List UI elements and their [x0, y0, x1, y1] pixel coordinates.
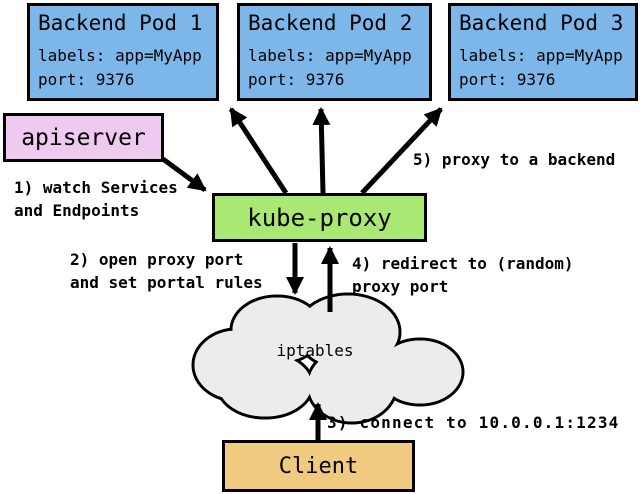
backend-pod-1-box: Backend Pod 1 labels: app=MyApp port: 93… — [27, 3, 219, 101]
backend-pod-3-title: Backend Pod 3 — [459, 11, 624, 35]
annotation-step-2-line-2: and set portal rules — [70, 273, 263, 292]
backend-pod-2-labels: labels: app=MyApp — [248, 46, 412, 65]
client-label: Client — [278, 453, 359, 479]
backend-pod-2-title: Backend Pod 2 — [248, 11, 413, 35]
backend-pod-2-port: port: 9376 — [248, 70, 345, 89]
arrow-kube-proxy-to-pod-1 — [228, 107, 289, 195]
backend-pod-3-box: Backend Pod 3 labels: app=MyApp port: 93… — [448, 3, 638, 101]
annotation-step-5-line-1: 5) proxy to a backend — [413, 150, 616, 169]
kube-proxy-box: kube-proxy — [212, 193, 427, 242]
backend-pod-2-box: Backend Pod 2 labels: app=MyApp port: 93… — [237, 3, 432, 101]
annotation-step-4-line-2: proxy port — [352, 277, 449, 296]
annotation-step-4: 4) redirect to (random) proxy port — [352, 252, 574, 298]
backend-pod-1-labels: labels: app=MyApp — [38, 46, 202, 65]
backend-pod-1-title: Backend Pod 1 — [38, 11, 203, 35]
annotation-step-1-line-2: and Endpoints — [14, 201, 140, 220]
annotation-step-3-line-1: 3) connect to 10.0.0.1:1234 — [327, 413, 620, 432]
annotation-step-2-line-1: 2) open proxy port — [70, 250, 244, 269]
backend-pod-3-port: port: 9376 — [459, 70, 556, 89]
annotation-step-3: 3) connect to 10.0.0.1:1234 — [327, 411, 620, 434]
backend-pod-1-port: port: 9376 — [38, 70, 135, 89]
iptables-label: iptables — [276, 341, 354, 360]
kube-proxy-label: kube-proxy — [247, 203, 392, 232]
annotation-step-4-line-1: 4) redirect to (random) — [352, 254, 574, 273]
annotation-step-1: 1) watch Services and Endpoints — [14, 176, 178, 222]
annotation-step-1-line-1: 1) watch Services — [14, 178, 178, 197]
annotation-step-5: 5) proxy to a backend — [413, 148, 615, 171]
annotation-step-2: 2) open proxy port and set portal rules — [70, 248, 263, 294]
apiserver-label: apiserver — [21, 124, 146, 151]
arrow-kube-proxy-to-pod-2 — [312, 107, 331, 194]
client-box: Client — [222, 440, 415, 492]
apiserver-box: apiserver — [3, 113, 164, 162]
backend-pod-3-labels: labels: app=MyApp — [459, 46, 623, 65]
